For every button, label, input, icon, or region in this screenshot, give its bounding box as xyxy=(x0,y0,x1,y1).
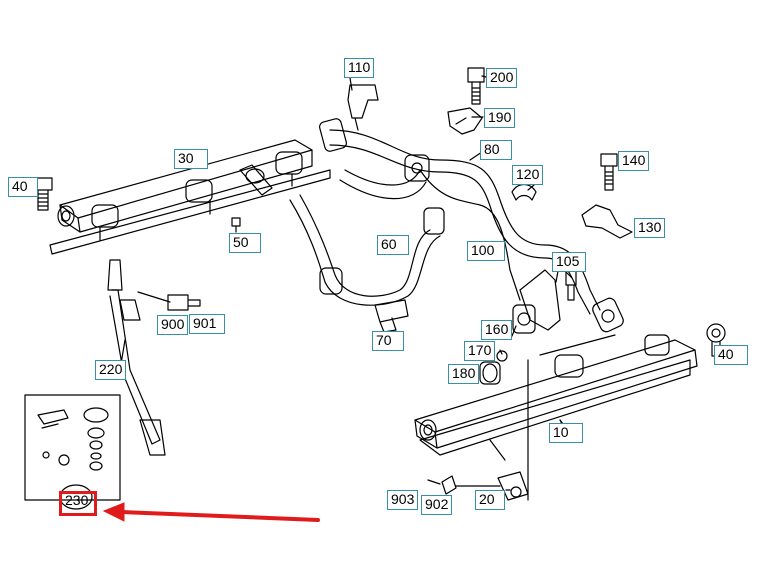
callout-120: 120 xyxy=(512,165,544,185)
callout-901: 901 xyxy=(189,314,225,334)
callout-220: 220 xyxy=(95,360,127,380)
hp-line-80 xyxy=(319,118,624,333)
callout-902: 902 xyxy=(421,495,453,515)
callout-180: 180 xyxy=(448,364,480,384)
bolt-200 xyxy=(467,67,485,105)
highlight-box-230 xyxy=(59,491,97,516)
callout-40-right: 40 xyxy=(714,345,748,365)
pump-bracket xyxy=(512,269,561,334)
hp-line-60 xyxy=(289,194,445,306)
callout-200: 200 xyxy=(486,68,518,88)
callout-30: 30 xyxy=(174,149,208,169)
callout-80: 80 xyxy=(480,140,512,160)
callout-160: 160 xyxy=(481,320,513,340)
sensor-20 xyxy=(427,471,529,501)
callout-140: 140 xyxy=(618,151,650,171)
left-fuel-rail xyxy=(49,139,331,255)
callout-105: 105 xyxy=(552,252,586,272)
callout-130: 130 xyxy=(634,218,666,238)
right-fuel-rail xyxy=(414,334,698,501)
callout-70: 70 xyxy=(372,331,404,351)
callout-50: 50 xyxy=(229,233,261,253)
callout-230: 230 xyxy=(65,492,89,508)
hp-line-100 xyxy=(339,154,521,301)
callout-40-left: 40 xyxy=(8,177,38,197)
callout-903: 903 xyxy=(387,490,419,510)
callout-110: 110 xyxy=(344,58,375,78)
injector-220 xyxy=(107,259,166,456)
callout-170: 170 xyxy=(464,341,496,361)
bolt-40-left xyxy=(35,177,53,211)
callout-900: 900 xyxy=(157,315,189,335)
bolt-140 xyxy=(600,153,618,191)
callout-10: 10 xyxy=(549,423,583,443)
red-arrow xyxy=(102,502,320,522)
callout-20: 20 xyxy=(475,490,505,510)
callout-100: 100 xyxy=(467,241,505,261)
callout-190: 190 xyxy=(484,108,516,128)
callout-60: 60 xyxy=(377,235,409,255)
seal-kit-box xyxy=(24,394,121,510)
